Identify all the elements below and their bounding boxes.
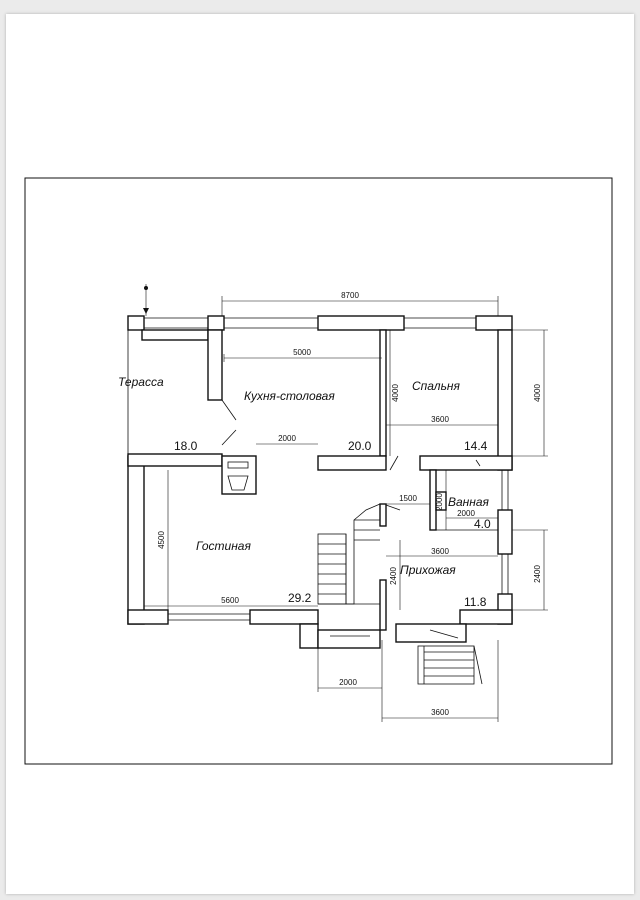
dim-total-width: 8700 (341, 291, 359, 300)
room-area-terrace: 18.0 (174, 439, 198, 453)
room-label-living: Гостиная (196, 539, 251, 553)
dim-hall-depth-outer: 2400 (533, 565, 542, 583)
dim-bottom-width: 3600 (431, 708, 449, 717)
interior-stairs (317, 503, 381, 605)
north-arrow-icon (143, 284, 149, 316)
dim-living-width: 5600 (221, 596, 239, 605)
room-area-living: 29.2 (288, 591, 312, 605)
dim-bath-depth: 2000 (435, 493, 444, 511)
dim-living-depth: 4500 (157, 531, 166, 549)
dim-bath-width: 1500 (399, 494, 417, 503)
room-label-kitchen: Кухня-столовая (244, 389, 335, 403)
outer-walls (127, 315, 513, 649)
dim-bath-width-2: 2000 (457, 509, 475, 518)
dim-kitchen-width: 5000 (293, 348, 311, 357)
dimension-lines (144, 296, 548, 722)
room-area-hall: 11.8 (464, 595, 487, 609)
dim-porch-width: 2000 (339, 678, 357, 687)
room-area-bedroom: 14.4 (464, 439, 488, 453)
porch-stairs (417, 645, 483, 685)
dim-hall-width: 3600 (431, 547, 449, 556)
room-label-bathroom: Ванная (448, 495, 490, 509)
dim-kitchen-depth: 4000 (391, 384, 400, 402)
room-area-bathroom: 4.0 (474, 517, 491, 531)
room-label-terrace: Терасса (118, 375, 164, 389)
dim-corridor-width: 2000 (278, 434, 296, 443)
dim-bedroom-depth: 4000 (533, 384, 542, 402)
drawing-frame (24, 177, 613, 765)
room-area-kitchen: 20.0 (348, 439, 372, 453)
dim-bedroom-width: 3600 (431, 415, 449, 424)
room-label-hall: Прихожая (400, 563, 456, 577)
dim-hall-depth: 2400 (389, 567, 398, 585)
room-label-bedroom: Спальня (412, 379, 460, 393)
